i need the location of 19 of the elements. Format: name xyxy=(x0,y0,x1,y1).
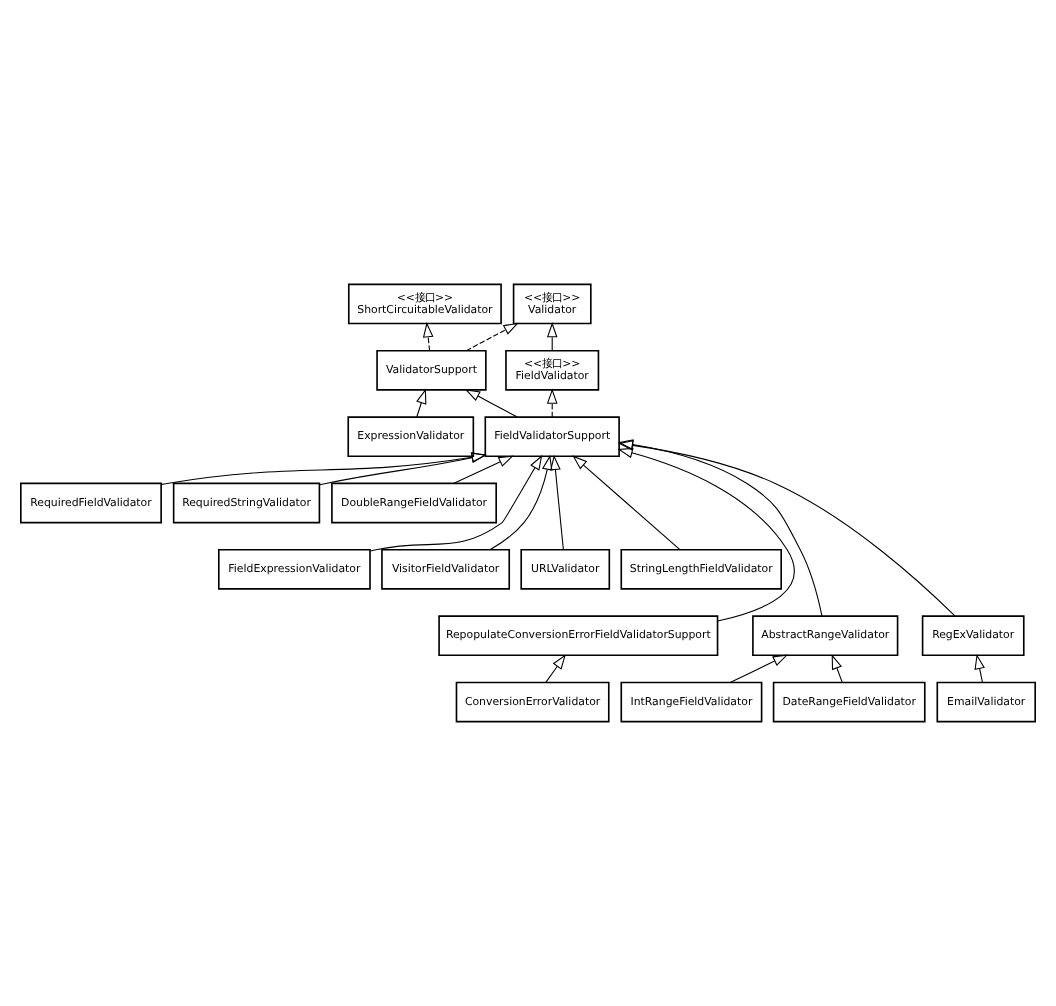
arrow xyxy=(453,455,514,484)
arrow xyxy=(729,654,789,683)
arrow xyxy=(550,454,564,551)
arrow xyxy=(465,322,519,352)
arrow xyxy=(416,388,427,418)
arrow xyxy=(422,322,434,352)
arrow xyxy=(545,654,566,683)
arrow xyxy=(831,654,843,683)
arrow xyxy=(546,388,558,418)
arrow xyxy=(572,455,681,551)
arrow xyxy=(160,452,487,485)
arrow xyxy=(617,439,823,617)
arrow xyxy=(319,452,487,486)
arrow xyxy=(617,440,956,617)
arrow xyxy=(489,454,553,551)
arrow xyxy=(464,389,518,418)
arrow xyxy=(974,653,985,683)
arrow xyxy=(546,322,558,352)
arrow xyxy=(617,447,795,622)
